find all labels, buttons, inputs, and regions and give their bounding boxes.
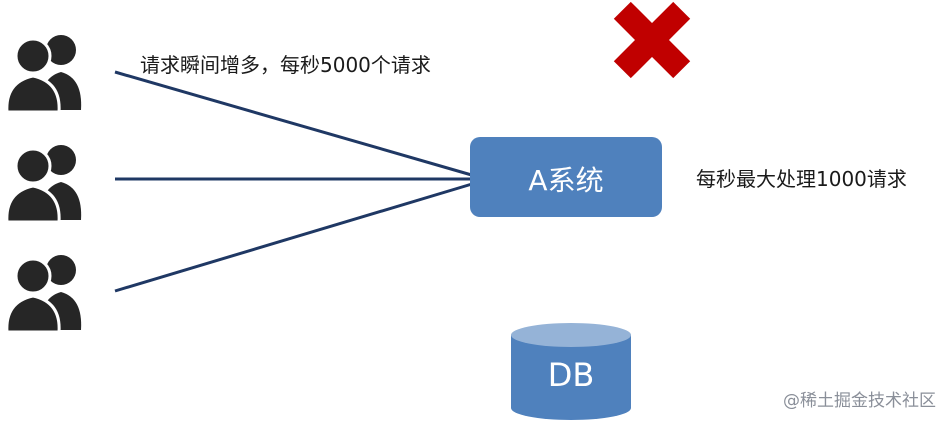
watermark: @稀土掘金技术社区 bbox=[783, 391, 936, 411]
red-cross-icon bbox=[613, 1, 691, 79]
users-icon bbox=[5, 255, 82, 334]
database-icon bbox=[511, 323, 631, 420]
capacity-label: 每秒最大处理1000请求 bbox=[696, 167, 907, 191]
request-arrow-top bbox=[114, 70, 484, 181]
users-icon bbox=[5, 35, 82, 114]
system-box bbox=[470, 137, 662, 217]
db-label: DB bbox=[547, 356, 595, 394]
users-icon bbox=[5, 145, 82, 224]
request-burst-label: 请求瞬间增多，每秒5000个请求 bbox=[140, 53, 431, 77]
system-label: A系统 bbox=[528, 164, 604, 197]
request-arrow-bottom bbox=[114, 178, 484, 293]
